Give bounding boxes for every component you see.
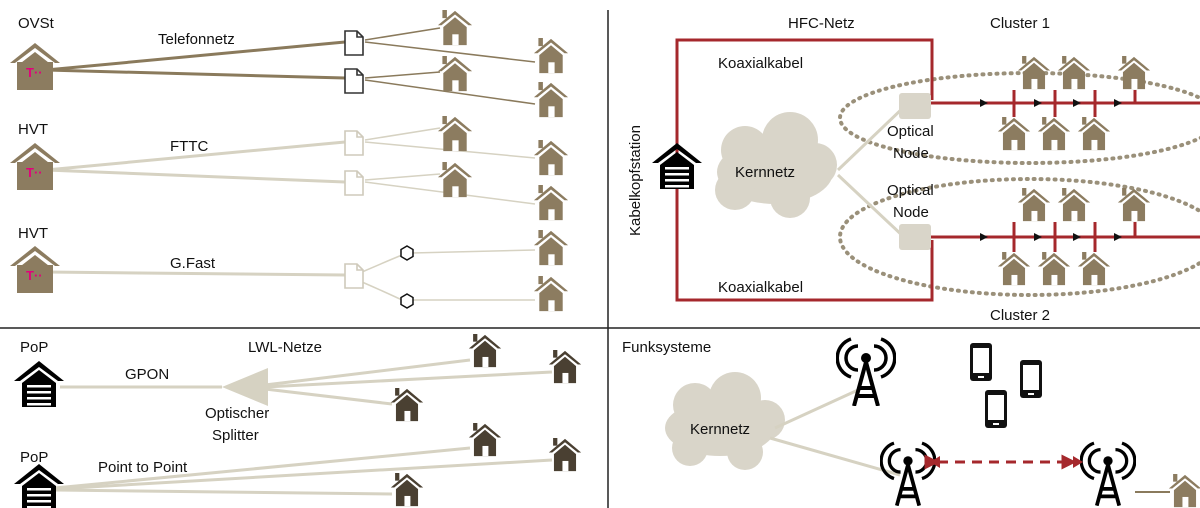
label-pop: PoP: [20, 339, 48, 356]
quadrant-copper: T·· T·· T··: [10, 10, 569, 312]
label-optical-node-1: Optical: [887, 123, 934, 140]
house-icon: [533, 185, 569, 221]
smartphone-icon: [1020, 360, 1042, 398]
label-ovst: OVSt: [18, 15, 55, 32]
kernnetz-cloud: [715, 112, 837, 218]
curb-box-icon: [344, 30, 364, 56]
house-icon: [533, 82, 569, 118]
curb-box-icon: [344, 170, 364, 196]
house-icon: [1037, 252, 1071, 286]
house-icon: [437, 10, 473, 46]
telekom-logo: T··: [26, 65, 43, 80]
exchange-ovst-icon: T··: [10, 43, 60, 90]
label-kabelkopfstation: Kabelkopfstation: [627, 125, 644, 236]
optischer-splitter-icon: [222, 368, 268, 406]
curb-box-icon: [344, 68, 364, 94]
label-gpon: GPON: [125, 366, 169, 383]
house-icon: [1057, 56, 1091, 90]
label-pop: PoP: [20, 449, 48, 466]
curb-box-icon: [344, 130, 364, 156]
distribution-point-icon: [400, 245, 414, 261]
label-optical-node-1: Node: [893, 145, 929, 162]
house-icon: [390, 473, 424, 507]
house-icon: [1077, 117, 1111, 151]
kernnetz-cloud-funk: [665, 372, 785, 470]
label-optical-node-2: Optical: [887, 182, 934, 199]
optical-node-1: [899, 93, 931, 119]
label-optischer-splitter: Splitter: [212, 427, 259, 444]
smartphone-icon: [970, 343, 992, 381]
label-hfc-netz: HFC-Netz: [788, 15, 855, 32]
pop-icon: [14, 464, 64, 508]
house-icon: [1117, 188, 1151, 222]
house-icon: [468, 423, 502, 457]
house-icon: [997, 117, 1031, 151]
label-hvt: HVT: [18, 121, 48, 138]
house-icon: [468, 334, 502, 368]
quadrant-lwl: PoP LWL-Netze GPON Optischer Splitter Po…: [14, 334, 582, 508]
house-icon: [1057, 188, 1091, 222]
label-cluster-1: Cluster 1: [990, 15, 1050, 32]
house-icon: [390, 388, 424, 422]
distribution-point-icon: [400, 293, 414, 309]
curb-box-icon: [344, 263, 364, 289]
telekom-logo: T··: [26, 165, 43, 180]
optical-node-2: [899, 224, 931, 250]
house-icon: [533, 140, 569, 176]
smartphone-icon: [985, 390, 1007, 428]
antenna-tower-icon: [1080, 441, 1136, 506]
label-lwl-netze: LWL-Netze: [248, 339, 322, 356]
house-icon: [548, 438, 582, 472]
house-icon: [1077, 252, 1111, 286]
label-funksysteme: Funksysteme: [622, 339, 711, 356]
cluster-2-outline: [838, 177, 1200, 297]
label-optischer-splitter: Optischer: [205, 405, 269, 422]
label-koaxialkabel-bottom: Koaxialkabel: [718, 279, 803, 296]
house-icon: [1168, 474, 1200, 508]
label-hvt: HVT: [18, 225, 48, 242]
label-koaxialkabel-top: Koaxialkabel: [718, 55, 803, 72]
house-icon: [1117, 56, 1151, 90]
house-icon: [437, 56, 473, 92]
house-icon: [533, 230, 569, 266]
label-optical-node-2: Node: [893, 204, 929, 221]
label-telefonnetz: Telefonnetz: [158, 31, 235, 48]
house-icon: [1017, 188, 1051, 222]
pop-icon: [14, 361, 64, 407]
label-gfast: G.Fast: [170, 255, 216, 272]
house-icon: [1037, 117, 1071, 151]
exchange-hvt1-icon: T··: [10, 143, 60, 190]
antenna-tower-icon: [880, 441, 936, 506]
house-icon: [533, 38, 569, 74]
quadrant-hfc: HFC-Netz Cluster 1 Koaxialkabel Koaxialk…: [627, 15, 1200, 324]
house-icon: [533, 276, 569, 312]
label-point-to-point: Point to Point: [98, 459, 188, 476]
label-fttc: FTTC: [170, 138, 208, 155]
label-cluster-2: Cluster 2: [990, 307, 1050, 324]
house-icon: [548, 350, 582, 384]
label-kernnetz: Kernnetz: [735, 164, 795, 181]
exchange-hvt2-icon: T··: [10, 246, 60, 293]
house-icon: [437, 116, 473, 152]
label-kernnetz: Kernnetz: [690, 421, 750, 438]
telekom-logo: T··: [26, 268, 43, 283]
quadrant-separators: [0, 10, 1200, 508]
quadrant-funk: Funksysteme Kernnetz: [622, 337, 1200, 508]
house-icon: [997, 252, 1031, 286]
